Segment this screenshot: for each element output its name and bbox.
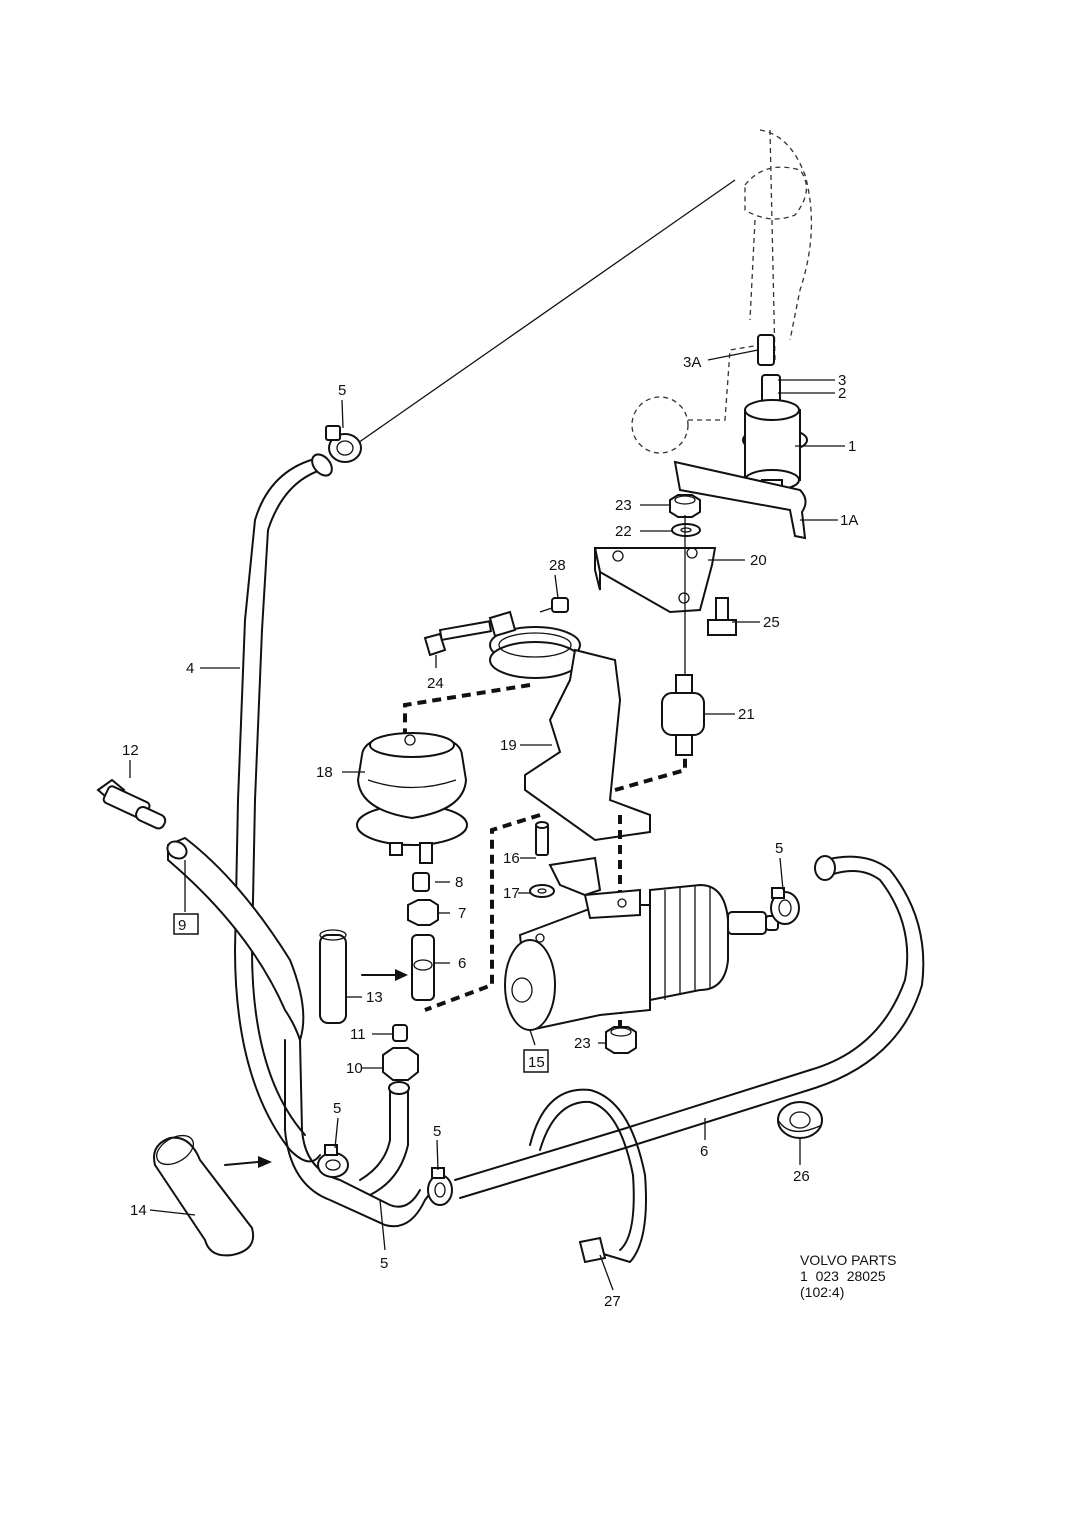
boxed-label-11: 9 [173, 913, 199, 935]
label-1a: 1A [840, 512, 858, 529]
part-12-nut [382, 1047, 419, 1081]
label-9: 7 [458, 905, 466, 922]
label-25-lower: 23 [574, 1035, 591, 1052]
dash-21-8 [424, 813, 541, 1012]
label-24: 22 [615, 523, 632, 540]
part-14-fitting [96, 778, 167, 830]
label-19: 17 [503, 885, 520, 902]
label-4: 4 [186, 660, 194, 677]
part-19-washer [529, 884, 555, 898]
part-25-nut-lower [605, 1026, 637, 1054]
label-3a: 3A [683, 354, 701, 371]
part-28-grommet [777, 1101, 823, 1139]
arrow-16 [224, 1156, 272, 1168]
dash-26-20 [403, 683, 531, 740]
label-6: 6 [700, 1143, 708, 1160]
part-21-bracket [488, 610, 651, 842]
label-30: 28 [549, 557, 566, 574]
part-7-clamp-bottom-left [317, 1144, 349, 1178]
part-25-nut-upper [669, 494, 701, 518]
part-5-hose [284, 1039, 441, 1228]
label-26: 24 [427, 675, 444, 692]
label-14: 12 [122, 742, 139, 759]
callout-labels: 3A 3 2 1 1A 23 22 20 25 28 24 21 19 18 4… [122, 354, 858, 1310]
label-7-top: 5 [338, 382, 346, 399]
dash-21-23 [614, 755, 687, 792]
label-25-upper: 23 [615, 497, 632, 514]
part-16-hose [153, 1134, 254, 1257]
part-24-washer [671, 523, 701, 537]
part-9-nut [407, 899, 439, 926]
label-27: 25 [763, 614, 780, 631]
label-15: 13 [366, 989, 383, 1006]
part-15-hose [319, 929, 347, 1024]
label-20: 18 [316, 764, 333, 781]
part-22-plate [593, 547, 717, 614]
part-30-screw [539, 597, 569, 613]
label-2: 2 [838, 385, 846, 402]
part-1-pump [742, 334, 808, 499]
part-1a-bracket [673, 460, 807, 540]
part-6-hose [454, 855, 925, 1199]
label-22: 20 [750, 552, 767, 569]
credit-line-3: (102:4) [800, 1284, 845, 1300]
part-13-fitting [392, 1024, 408, 1042]
label-16: 14 [130, 1202, 147, 1219]
part-27-bolt [707, 597, 737, 636]
part-18-bolt [535, 821, 549, 856]
part-8-sleeve [411, 934, 435, 1001]
part-17-motor [504, 856, 779, 1032]
part-23-mount [661, 674, 705, 756]
part-26-bolt [423, 620, 493, 657]
arrow-15 [361, 969, 408, 981]
part-7-clamp-right [770, 887, 800, 925]
credit-line-2: 1 023 28025 [800, 1268, 886, 1284]
part-20-vacuum-unit [356, 732, 468, 864]
label-7-bottom-right: 5 [433, 1123, 441, 1140]
part-10-fitting [412, 872, 430, 892]
ghost-assembly [631, 129, 813, 454]
label-8: 6 [458, 955, 466, 972]
label-17: 15 [528, 1054, 545, 1071]
label-3: 3 [838, 372, 846, 389]
label-10: 8 [455, 874, 463, 891]
label-21: 19 [500, 737, 517, 754]
leader-lines [129, 349, 845, 1291]
part-7-clamp-top [325, 425, 362, 463]
label-23: 21 [738, 706, 755, 723]
label-13: 11 [350, 1026, 366, 1043]
label-18: 16 [503, 850, 520, 867]
part-29-strap [529, 1088, 647, 1264]
label-7-bottom-left: 5 [333, 1100, 341, 1117]
label-5: 5 [380, 1255, 388, 1272]
label-28: 26 [793, 1168, 810, 1185]
leader-line-upper [354, 179, 736, 446]
part-7-clamp-bottom-right [427, 1167, 453, 1206]
credit-line-1: VOLVO PARTS [800, 1252, 897, 1268]
label-29: 27 [604, 1293, 621, 1310]
label-11: 9 [178, 917, 186, 934]
label-1: 1 [848, 438, 856, 455]
label-7-right: 5 [775, 840, 783, 857]
label-12: 10 [346, 1060, 363, 1077]
boxed-label-17: 15 [523, 1049, 549, 1073]
parts-credit: VOLVO PARTS 1 023 28025 (102:4) [800, 1252, 896, 1300]
